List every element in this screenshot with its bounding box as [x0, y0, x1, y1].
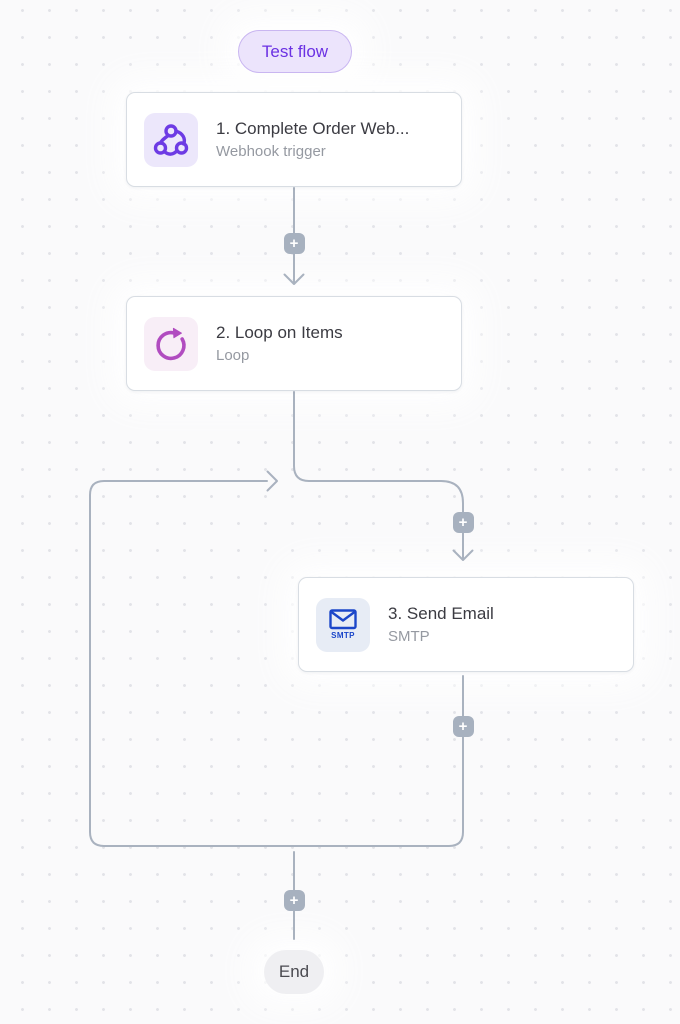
step-node-webhook-trigger[interactable]: 1. Complete Order Web... Webhook trigger — [126, 92, 462, 187]
test-flow-button[interactable]: Test flow — [238, 30, 352, 73]
loop-entry-connector — [293, 391, 464, 559]
add-step-button-4[interactable]: + — [283, 889, 305, 911]
step-subtitle: Loop — [216, 347, 250, 364]
step-subtitle: SMTP — [388, 628, 430, 645]
add-step-button-3[interactable]: + — [452, 715, 474, 737]
step-title: 2. Loop on Items — [216, 323, 343, 342]
flow-end-badge: End — [264, 950, 324, 994]
arrowhead-into-loop-node — [283, 273, 305, 285]
step-subtitle: Webhook trigger — [216, 143, 326, 160]
smtp-icon-label: SMTP — [331, 631, 355, 640]
loop-icon — [144, 316, 198, 371]
step-title: 1. Complete Order Web... — [216, 119, 410, 138]
add-step-button-1[interactable]: + — [283, 232, 305, 254]
add-step-button-2[interactable]: + — [452, 511, 474, 533]
webhook-icon — [144, 112, 198, 167]
smtp-icon: SMTP — [316, 597, 370, 652]
arrowhead-into-send-email — [452, 549, 474, 561]
step-node-send-email[interactable]: SMTP 3. Send Email SMTP — [298, 577, 634, 672]
loop-return-connector — [89, 480, 464, 847]
step-title: 3. Send Email — [388, 604, 494, 623]
arrowhead-loop-return — [266, 470, 278, 492]
step-node-loop[interactable]: 2. Loop on Items Loop — [126, 296, 462, 391]
